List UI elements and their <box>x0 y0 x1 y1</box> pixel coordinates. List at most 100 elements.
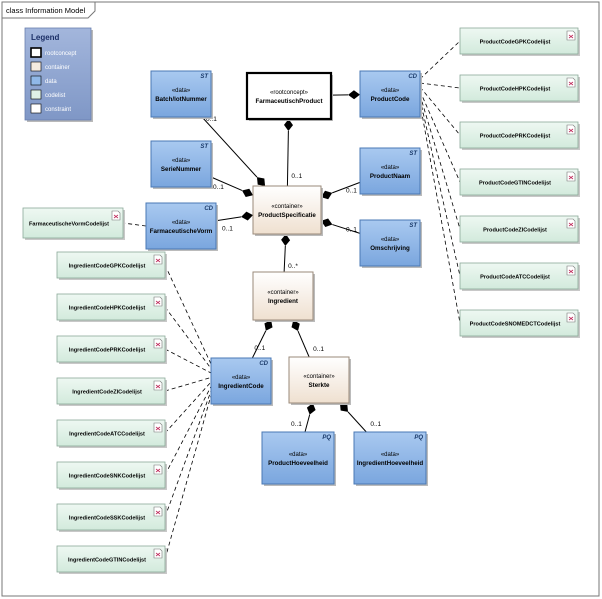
dependency-productcode-4 <box>419 94 461 230</box>
class-ingredient[interactable]: «container»Ingredient <box>252 271 315 322</box>
node-name: ProductHoeveelheid <box>268 460 328 467</box>
document-icon <box>566 171 576 182</box>
codelist-name: ProductCodeHPKCodelijst <box>480 87 551 93</box>
composition-diamond-batch <box>256 177 266 186</box>
composition-line-fvorm <box>215 216 242 222</box>
multiplicity-fvorm: 0..1 <box>222 226 233 233</box>
node-body <box>145 202 217 250</box>
codelist-productcodeatccodelijst[interactable]: ProductCodeATCCodelijst <box>459 262 580 291</box>
legend-swatch-data <box>30 75 42 86</box>
dependency-productcode-6 <box>419 102 461 324</box>
codelist-body <box>459 262 579 290</box>
composition-diamond-ingr <box>281 234 291 246</box>
multiplicity-sterk: 0..1 <box>313 346 324 353</box>
codelist-productcodesnomedctcodelijst[interactable]: ProductCodeSNOMEDCTCodelijst <box>459 309 580 338</box>
codelist-body <box>459 27 579 55</box>
dependency-ingredientcode-7 <box>164 395 212 560</box>
codelist-ingredientcodeprkcodelijst[interactable]: IngredientCodePRKCodelijst <box>56 335 167 364</box>
node-type-tag: CD <box>408 74 417 80</box>
legend-label-rootconcept: rootconcept <box>45 51 77 57</box>
codelist-body <box>459 215 579 243</box>
codelist-ingredientcodesskcodelijst[interactable]: IngredientCodeSSKCodelijst <box>56 503 167 532</box>
codelist-name: IngredientCodeGTINCodelijst <box>68 558 146 564</box>
composition-line-sterk <box>297 330 310 358</box>
document-icon <box>153 506 163 517</box>
composition-diamond-omsch <box>321 218 333 228</box>
node-body <box>261 431 335 485</box>
node-stereotype: «rootconcept» <box>270 90 309 96</box>
document-icon <box>153 338 163 349</box>
codelist-name: IngredientCodeZICodelijst <box>72 390 142 396</box>
codelist-ingredientcodeatccodelijst[interactable]: IngredientCodeATCCodelijst <box>56 419 167 448</box>
legend-label-codelist: codelist <box>45 93 66 99</box>
dependency-ingredientcode-6 <box>164 390 212 518</box>
codelist-body <box>56 503 166 531</box>
node-body <box>288 356 350 404</box>
codelist-productcodeprkcodelijst[interactable]: ProductCodePRKCodelijst <box>459 121 580 150</box>
document-icon <box>153 464 163 475</box>
node-type-tag: PQ <box>322 435 331 441</box>
document-icon <box>153 296 163 307</box>
codelist-productcodehpkcodelijst[interactable]: ProductCodeHPKCodelijst <box>459 74 580 103</box>
codelist-name: IngredientCodePRKCodelijst <box>69 348 146 354</box>
class-productspecificatie[interactable]: «container»ProductSpecificatie <box>252 185 323 236</box>
codelist-farmaceutischevormcodelijst[interactable]: FarmaceutischeVormCodelijst <box>22 207 125 240</box>
legend-title: Legend <box>31 33 60 42</box>
codelist-productcodegpkcodelijst[interactable]: ProductCodeGPKCodelijst <box>459 27 580 56</box>
legend-label-data: data <box>45 79 57 85</box>
frame-tab <box>1 1 96 19</box>
multiplicity-pnaam: 0..1 <box>346 187 357 194</box>
node-stereotype: «data» <box>381 237 400 243</box>
node-name: Omschrijving <box>370 245 410 252</box>
document-icon <box>153 422 163 433</box>
codelist-name: IngredientCodeATCCodelijst <box>69 432 145 438</box>
document-icon <box>153 548 163 559</box>
multiplicity-icode: 0..1 <box>254 345 265 352</box>
codelist-name: ProductCodeZICodelijst <box>483 228 547 234</box>
codelist-ingredientcodehpkcodelijst[interactable]: IngredientCodeHPKCodelijst <box>56 293 167 322</box>
node-name: IngredientHoeveelheid <box>357 460 424 467</box>
codelist-body <box>56 545 166 573</box>
composition-diamond-icode <box>264 320 273 331</box>
node-type-tag: CD <box>204 206 213 212</box>
codelist-name: ProductCodeGPKCodelijst <box>480 40 551 46</box>
legend: Legendrootconceptcontainerdatacodelistco… <box>24 27 93 122</box>
composition-diamond-fvorm <box>241 211 253 221</box>
codelist-body <box>56 293 166 321</box>
dependency-productcode-3 <box>419 90 461 183</box>
legend-swatch-codelist <box>30 89 42 100</box>
dependency-ingredientcode-1 <box>164 306 212 369</box>
node-stereotype: «data» <box>172 88 191 94</box>
node-type-tag: ST <box>200 144 209 150</box>
class-sterkte[interactable]: «container»Sterkte <box>288 356 351 405</box>
codelist-productcodegtincodelijst[interactable]: ProductCodeGTINCodelijst <box>459 168 580 197</box>
node-stereotype: «container» <box>267 290 299 296</box>
dependency-productcode-5 <box>419 98 461 277</box>
class-producthoeveelheid[interactable]: «data» ProductHoeveelheid PQ <box>261 431 336 486</box>
multiplicity-ihoev: 0..1 <box>370 421 381 428</box>
codelist-name: ProductCodePRKCodelijst <box>480 134 551 140</box>
codelist-ingredientcodesnkcodelijst[interactable]: IngredientCodeSNKCodelijst <box>56 461 167 490</box>
document-icon <box>153 254 163 265</box>
multiplicity-batch: 0..1 <box>206 116 217 123</box>
composition-line-icode <box>251 330 267 359</box>
codelist-productcodezicodelijst[interactable]: ProductCodeZICodelijst <box>459 215 580 244</box>
codelist-ingredientcodegpkcodelijst[interactable]: IngredientCodeGPKCodelijst <box>56 251 167 280</box>
codelist-body <box>56 461 166 489</box>
codelist-ingredientcodegtincodelijst[interactable]: IngredientCodeGTINCodelijst <box>56 545 167 574</box>
codelist-name: FarmaceutischeVormCodelijst <box>29 222 109 228</box>
node-stereotype: «data» <box>289 452 308 458</box>
codelist-ingredientcodezicodelijst[interactable]: IngredientCodeZICodelijst <box>56 377 167 406</box>
composition-line-pspec <box>286 130 289 187</box>
class-farmaceutischproduct[interactable]: «rootconcept»FarmaceutischProduct <box>245 71 333 121</box>
dependency-ingredientcode-5 <box>164 386 212 476</box>
composition-line-ingr <box>283 245 286 273</box>
